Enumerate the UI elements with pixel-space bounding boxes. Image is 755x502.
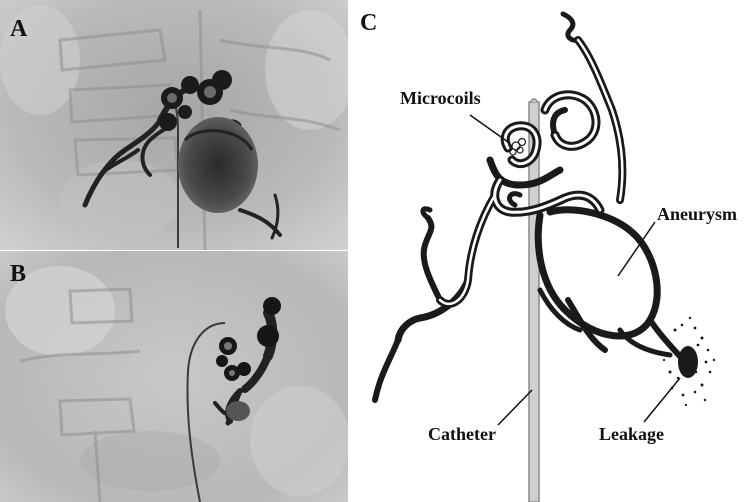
panel-label-b: B — [10, 261, 26, 288]
leakage-pointer — [644, 378, 680, 422]
catheter-pointer — [498, 390, 532, 425]
leakage-label: Leakage — [599, 424, 664, 445]
panel-label-c: C — [360, 10, 377, 37]
leakage-spot — [663, 317, 715, 406]
microcoils-label: Microcoils — [400, 88, 481, 109]
angiogram-image-b — [0, 251, 348, 502]
aneurysm-label: Aneurysm — [657, 204, 737, 225]
angiogram-panel-a: A — [0, 0, 348, 250]
panel-label-a: A — [10, 16, 27, 43]
microcoils-pointer — [470, 115, 508, 142]
microcoils-detail — [510, 139, 526, 156]
angiogram-panel-b: B — [0, 251, 348, 502]
schematic-panel-c: C Microcoils Aneurysm Catheter Leakage — [350, 0, 755, 502]
angiogram-image-a — [0, 0, 348, 250]
catheter-label: Catheter — [428, 424, 496, 445]
schematic-drawing — [350, 0, 755, 502]
